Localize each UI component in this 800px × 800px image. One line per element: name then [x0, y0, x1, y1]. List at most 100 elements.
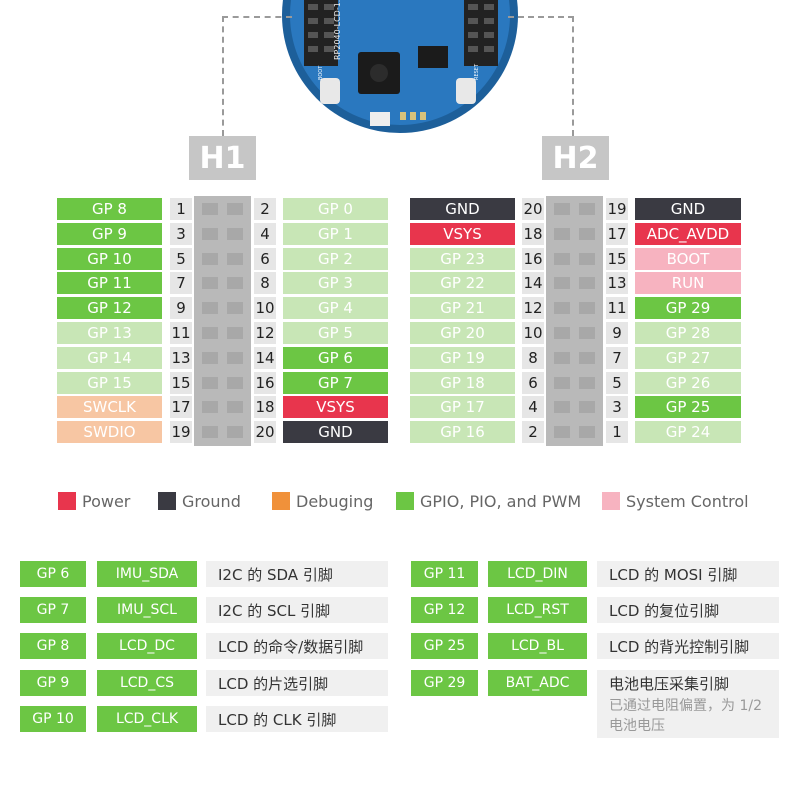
- pin-hole: [202, 351, 218, 364]
- func-signal: BAT_ADC: [488, 670, 587, 696]
- pin-number: 19: [606, 198, 628, 220]
- pin-hole: [202, 227, 218, 240]
- pin-number: 1: [170, 198, 192, 220]
- legend-label: System Control: [626, 491, 749, 511]
- pin-number: 16: [254, 371, 276, 394]
- pin-number: 6: [522, 371, 544, 394]
- pin-label: GP 9: [57, 222, 162, 245]
- pin-label: GP 26: [635, 371, 741, 394]
- pin-label: ADC_AVDD: [635, 222, 741, 245]
- pin-number: 3: [606, 396, 628, 419]
- pin-label: GP 8: [57, 198, 162, 220]
- pin-number: 17: [170, 396, 192, 419]
- pin-label: VSYS: [410, 222, 515, 245]
- legend-label: Debuging: [296, 491, 374, 511]
- boot-button-graphic: [320, 78, 340, 104]
- pin-hole: [554, 277, 570, 290]
- legend-swatch: [158, 492, 176, 510]
- pin-hole: [554, 351, 570, 364]
- pin-hole: [227, 426, 243, 439]
- pin-label: GP 24: [635, 421, 741, 444]
- pin-hole: [227, 351, 243, 364]
- func-description: LCD 的复位引脚: [597, 597, 779, 623]
- pin-label: GP 19: [410, 346, 515, 369]
- pin-hole: [579, 327, 595, 339]
- pin-hole: [579, 277, 595, 290]
- pin-label: GP 28: [635, 322, 741, 344]
- pin-number: 15: [170, 371, 192, 394]
- func-gpio: GP 25: [411, 633, 478, 659]
- pin-label: GND: [410, 198, 515, 220]
- pin-number: 15: [606, 247, 628, 270]
- h2-title: H2: [542, 136, 609, 180]
- func-signal: LCD_DIN: [488, 561, 587, 587]
- h1-title: H1: [189, 136, 256, 180]
- pin-number: 13: [606, 272, 628, 295]
- pin-number: 8: [254, 272, 276, 295]
- pin-label: GP 10: [57, 247, 162, 270]
- pin-number: 16: [522, 247, 544, 270]
- pin-number: 17: [606, 222, 628, 245]
- pin-number: 12: [254, 322, 276, 344]
- pin-hole: [579, 426, 595, 439]
- func-description: LCD 的 MOSI 引脚: [597, 561, 779, 587]
- pin-label: GP 4: [283, 297, 388, 320]
- reset-button-graphic: [456, 78, 476, 104]
- pin-hole: [227, 401, 243, 414]
- pin-label: GP 13: [57, 322, 162, 344]
- pin-number: 14: [254, 346, 276, 369]
- pin-label: GP 1: [283, 222, 388, 245]
- pin-label: SWDIO: [57, 421, 162, 444]
- pin-number: 11: [606, 297, 628, 320]
- pin-number: 18: [522, 222, 544, 245]
- pin-hole: [579, 203, 595, 215]
- func-description: 电池电压采集引脚: [609, 674, 730, 693]
- func-description: I2C 的 SDA 引脚: [206, 561, 388, 587]
- pin-number: 18: [254, 396, 276, 419]
- func-gpio: GP 9: [20, 670, 86, 696]
- pin-label: GP 17: [410, 396, 515, 419]
- func-gpio: GP 10: [20, 706, 86, 732]
- pin-hole: [227, 203, 243, 215]
- pin-hole: [554, 401, 570, 414]
- pin-label: GND: [635, 198, 741, 220]
- pin-label: BOOT: [635, 247, 741, 270]
- pin-number: 2: [254, 198, 276, 220]
- pin-label: GP 21: [410, 297, 515, 320]
- pin-label: GP 2: [283, 247, 388, 270]
- h2-connector: [508, 16, 574, 136]
- pin-label: GP 6: [283, 346, 388, 369]
- func-gpio: GP 11: [411, 561, 478, 587]
- pin-hole: [202, 277, 218, 290]
- func-gpio: GP 7: [20, 597, 86, 623]
- pin-number: 9: [170, 297, 192, 320]
- pin-hole: [227, 376, 243, 389]
- func-signal: LCD_DC: [97, 633, 197, 659]
- pin-number: 4: [522, 396, 544, 419]
- func-description: LCD 的片选引脚: [206, 670, 388, 696]
- pin-hole: [227, 277, 243, 290]
- func-description: I2C 的 SCL 引脚: [206, 597, 388, 623]
- pin-hole: [227, 327, 243, 339]
- pin-hole: [554, 327, 570, 339]
- pin-label: GP 0: [283, 198, 388, 220]
- pin-hole: [202, 426, 218, 439]
- pin-number: 10: [522, 322, 544, 344]
- pin-hole: [227, 302, 243, 315]
- legend-swatch: [396, 492, 414, 510]
- pin-number: 9: [606, 322, 628, 344]
- legend-label: Power: [82, 491, 131, 511]
- pin-hole: [227, 252, 243, 265]
- pin-label: GP 3: [283, 272, 388, 295]
- pin-label: GP 12: [57, 297, 162, 320]
- pin-hole: [579, 302, 595, 315]
- pin-hole: [554, 252, 570, 265]
- board-boot-label: BOOT: [318, 65, 324, 80]
- func-signal: LCD_BL: [488, 633, 587, 659]
- pin-label: GP 7: [283, 371, 388, 394]
- pin-hole: [202, 252, 218, 265]
- pin-label: GP 14: [57, 346, 162, 369]
- pin-number: 11: [170, 322, 192, 344]
- pin-label: VSYS: [283, 396, 388, 419]
- pin-number: 7: [170, 272, 192, 295]
